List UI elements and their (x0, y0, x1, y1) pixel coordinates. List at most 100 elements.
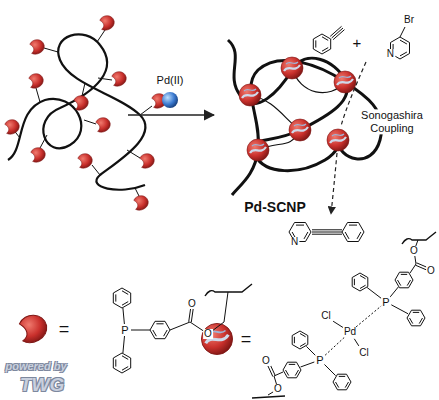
watermark: powered by (4, 361, 67, 372)
bond (312, 229, 342, 230)
bond (367, 288, 381, 299)
phosphine-pendant (140, 154, 154, 169)
bond (115, 294, 116, 301)
bond (322, 37, 328, 41)
label: O (187, 299, 197, 309)
aromatic-ring (292, 331, 308, 349)
bond (300, 343, 306, 346)
label: O (426, 266, 436, 276)
polymer-backbone (402, 232, 436, 244)
bond (330, 26, 341, 36)
phosphine-pendant (134, 196, 148, 211)
phosphine-pendant (29, 74, 43, 89)
bond (304, 232, 308, 239)
phosphine-pendant (78, 154, 92, 169)
pd-crosslink (201, 323, 232, 354)
bond (190, 322, 204, 331)
bond (274, 376, 277, 384)
bond (410, 264, 416, 273)
coordination-bond (356, 306, 381, 327)
bond (333, 30, 344, 40)
phosphine-pendant (96, 118, 110, 133)
bond (170, 322, 190, 330)
bond (391, 305, 408, 314)
bond (360, 276, 366, 279)
coordination-bond (324, 338, 344, 356)
bond (415, 256, 416, 264)
polymer-backbone (252, 396, 285, 398)
label: Cl (358, 348, 369, 358)
label: O (261, 356, 271, 366)
phosphine-pendants (5, 16, 166, 211)
aromatic-ring (150, 321, 170, 338)
polymer-backbone (205, 284, 252, 296)
pd-crosslink (334, 71, 356, 93)
bond (289, 364, 295, 365)
bond (336, 382, 339, 388)
bond (212, 322, 224, 331)
bond (164, 330, 168, 336)
bond (122, 367, 128, 371)
aromatic-ring (395, 272, 413, 288)
bond (294, 337, 295, 343)
bond (274, 372, 283, 376)
pd-crosslink (281, 57, 303, 79)
label: P (315, 355, 324, 366)
bond (400, 52, 407, 56)
phosphine-pendant (100, 16, 114, 31)
label: Pd-SCNP (243, 200, 306, 214)
aromatic-ring (407, 310, 425, 326)
linker-stubs (12, 30, 152, 198)
bond (407, 280, 410, 286)
label: P (381, 297, 390, 308)
label: Sonogashira Coupling (352, 109, 432, 134)
bond (296, 225, 304, 226)
label: Br (403, 15, 415, 25)
bond (189, 308, 191, 322)
phosphine-pendant (30, 40, 44, 55)
bond (156, 323, 163, 324)
bond (122, 302, 128, 306)
bond (345, 382, 348, 388)
phosphine-pendant (74, 96, 88, 111)
bond (123, 308, 125, 324)
bond (123, 336, 125, 353)
label: N (290, 237, 299, 247)
bond (122, 291, 128, 295)
bond (400, 40, 407, 44)
bond (354, 339, 359, 346)
reaction-arrow (128, 114, 214, 116)
bond (191, 308, 193, 322)
bond (312, 232, 342, 233)
bond (153, 330, 157, 336)
phosphine-pendant (112, 72, 126, 87)
label: O (203, 329, 213, 339)
aromatic-ring (113, 353, 130, 373)
bond (333, 321, 343, 328)
label: Pd (343, 327, 357, 337)
bond (419, 318, 422, 324)
label: + (352, 35, 363, 50)
dashed-arrow (331, 153, 337, 214)
bond (390, 287, 399, 297)
bond (357, 232, 361, 239)
bond (295, 370, 298, 376)
linear-polymer (5, 16, 166, 211)
bond (300, 334, 306, 337)
pd-crosslink (327, 129, 349, 151)
bond (115, 359, 116, 366)
phosphine-pendant (19, 315, 46, 342)
bond (301, 362, 315, 367)
bond (400, 27, 405, 37)
aromatic-ring (313, 34, 330, 54)
label: N (386, 49, 395, 59)
bond (286, 370, 289, 376)
bond (131, 330, 150, 331)
bond (354, 279, 355, 285)
bond (345, 232, 349, 239)
aromatic-ring (352, 273, 368, 291)
phosphine-pendant (5, 120, 19, 135)
bond (122, 356, 128, 360)
